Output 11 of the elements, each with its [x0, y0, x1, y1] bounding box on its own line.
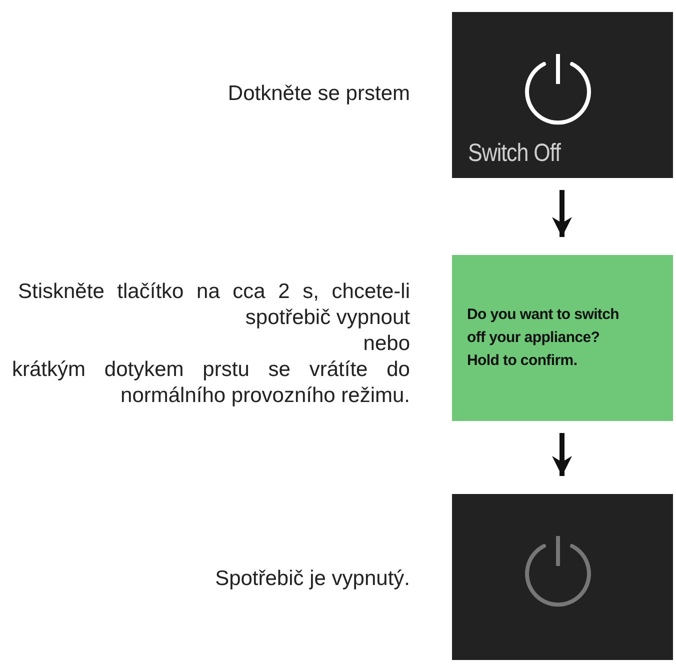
arrow	[552, 433, 572, 476]
instruction-text: Dotkněte se prstem	[226, 81, 410, 107]
prompt-text: Do you want to switch off your appliance? Hold to confirm.	[467, 305, 620, 371]
arrow	[552, 190, 572, 237]
instruction-text: nebo	[362, 331, 410, 357]
instruction-text: krátkým dotykem prstu se vrátíte do normálního provozního režimu.	[12, 357, 410, 409]
screen-label: Switch Off	[468, 139, 560, 168]
instruction-text: Spotřebič je vypnutý.	[214, 566, 410, 592]
display-screen	[452, 12, 673, 178]
display-screen	[452, 494, 673, 660]
prompt-screen	[452, 255, 673, 421]
